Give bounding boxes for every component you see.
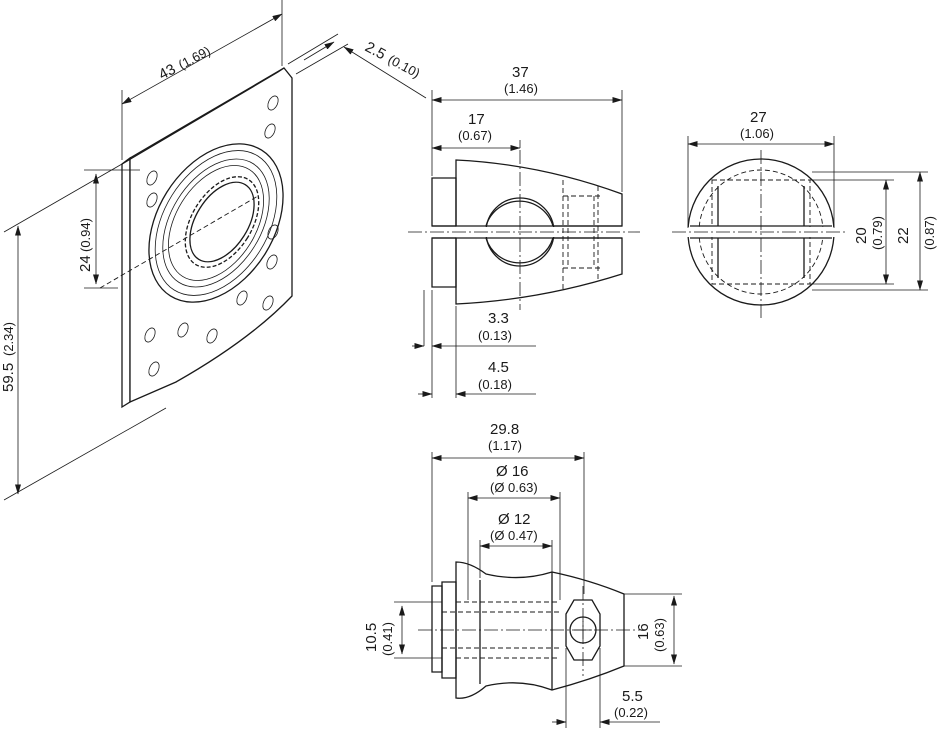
slot-width-inch: (0.13) bbox=[478, 328, 512, 343]
neck-height-mm: 10.5 bbox=[363, 623, 380, 652]
end-inner-inch: (0.79) bbox=[870, 216, 885, 250]
end-view bbox=[672, 150, 846, 318]
iso-dimension-lines bbox=[3, 0, 427, 501]
end-outer-mm: 22 bbox=[895, 227, 912, 244]
body-height-mm: 16 bbox=[635, 623, 652, 640]
plate-thickness-mm: 2.5 bbox=[362, 39, 388, 64]
bottom-view-dimensions bbox=[394, 452, 682, 728]
bore-height-inch: (0.94) bbox=[78, 218, 93, 252]
end-diameter-mm: 27 bbox=[750, 109, 767, 126]
slot-width-mm: 3.3 bbox=[488, 310, 509, 327]
isometric-plate-view bbox=[99, 67, 293, 409]
bore-12-mm: Ø 12 bbox=[498, 511, 531, 528]
end-outer-inch: (0.87) bbox=[922, 216, 937, 250]
flange-width-inch: (0.18) bbox=[478, 377, 512, 392]
side-view-labels: 37 (1.46) 17 (0.67) 3.3 (0.13) 4.5 (0.18… bbox=[458, 64, 538, 392]
side-length-inch: (1.46) bbox=[504, 81, 538, 96]
plate-height-mm: 59.5 bbox=[0, 363, 17, 392]
plate-width-mm: 43 bbox=[156, 61, 179, 84]
bottom-length-inch: (1.17) bbox=[488, 438, 522, 453]
bottom-length-mm: 29.8 bbox=[490, 421, 519, 438]
side-length-mm: 37 bbox=[512, 64, 529, 81]
screw-offset-inch: (0.22) bbox=[614, 705, 648, 720]
side-view-dimensions bbox=[412, 90, 623, 398]
end-view-dimensions bbox=[687, 136, 928, 291]
body-height-inch: (0.63) bbox=[652, 618, 667, 652]
end-view-labels: 27 (1.06) 20 (0.79) 22 (0.87) bbox=[740, 109, 937, 250]
end-diameter-inch: (1.06) bbox=[740, 126, 774, 141]
bottom-view-labels: 29.8 (1.17) Ø 16 (Ø 0.63) Ø 12 (Ø 0.47) … bbox=[363, 421, 667, 720]
flange-width-mm: 4.5 bbox=[488, 359, 509, 376]
plate-width-inch: (1.69) bbox=[176, 43, 213, 72]
bottom-view bbox=[418, 561, 640, 699]
end-inner-mm: 20 bbox=[853, 227, 870, 244]
bore-12-inch: (Ø 0.47) bbox=[490, 528, 538, 543]
bore-offset-mm: 17 bbox=[468, 111, 485, 128]
bore-offset-inch: (0.67) bbox=[458, 128, 492, 143]
neck-height-inch: (0.41) bbox=[380, 622, 395, 656]
bore-height-mm: 24 bbox=[77, 255, 94, 272]
side-view bbox=[408, 150, 640, 310]
bore-16-mm: Ø 16 bbox=[496, 463, 529, 480]
plate-height-inch: (2.34) bbox=[1, 322, 16, 356]
screw-offset-mm: 5.5 bbox=[622, 688, 643, 705]
bore-16-inch: (Ø 0.63) bbox=[490, 480, 538, 495]
